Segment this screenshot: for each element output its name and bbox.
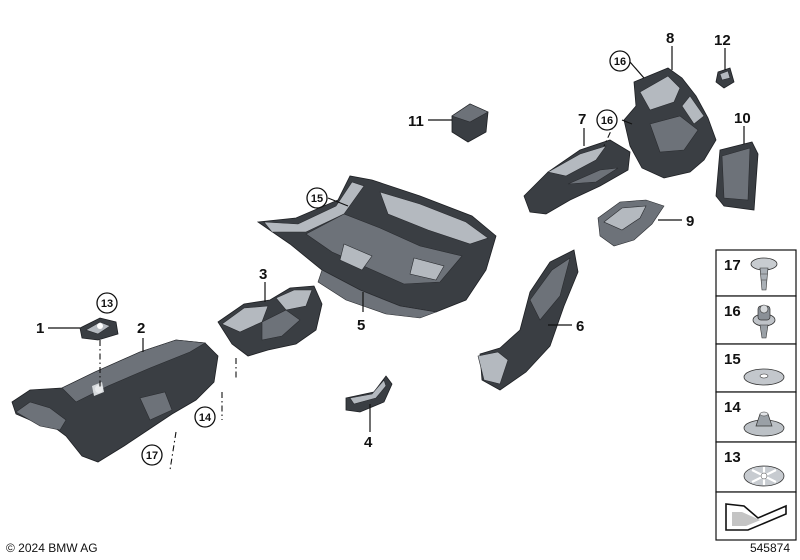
svg-text:14: 14 bbox=[199, 412, 212, 424]
fastener-label-16: 16 bbox=[724, 303, 741, 320]
copyright-notice: © 2024 BMW AG bbox=[6, 541, 98, 555]
fastener-row-15: 15 bbox=[715, 343, 797, 393]
part-12-clip bbox=[715, 67, 735, 89]
circled-callout-15: 15 bbox=[306, 187, 328, 209]
callout-4: 4 bbox=[364, 434, 373, 451]
callout-5: 5 bbox=[357, 317, 365, 334]
part-6-heat-shield bbox=[477, 249, 579, 391]
fastener-label-17: 17 bbox=[724, 257, 741, 274]
callout-6: 6 bbox=[576, 318, 584, 335]
part-7-heat-shield bbox=[523, 139, 631, 215]
part-5-heat-shield bbox=[256, 175, 497, 319]
part-2-heat-shield bbox=[11, 339, 219, 463]
part-4-bracket bbox=[345, 375, 393, 413]
svg-text:17: 17 bbox=[146, 450, 158, 462]
fastener-row-13: 13 bbox=[715, 441, 797, 493]
callout-3: 3 bbox=[259, 266, 267, 283]
circled-callout-14: 14 bbox=[194, 406, 216, 428]
fastener-row-14: 14 bbox=[715, 391, 797, 443]
callout-1: 1 bbox=[36, 320, 44, 337]
part-11-foam-block bbox=[451, 103, 489, 143]
star-lock-washer-icon bbox=[743, 465, 785, 487]
part-3-heat-shield bbox=[217, 285, 323, 357]
callout-labels: 1 2 3 4 5 6 7 8 9 10 11 12 bbox=[36, 30, 751, 451]
fastener-row-16: 16 bbox=[715, 295, 797, 345]
circled-callout-17: 17 bbox=[141, 444, 163, 466]
svg-text:15: 15 bbox=[311, 193, 323, 205]
fastener-row-17: 17 bbox=[715, 249, 797, 297]
speed-nut-icon bbox=[743, 411, 785, 437]
assembly-direction-icon bbox=[725, 503, 787, 531]
plastic-rivet-icon bbox=[750, 257, 778, 291]
circled-callouts: 13 14 15 16 16 17 bbox=[96, 50, 631, 466]
svg-text:16: 16 bbox=[614, 56, 626, 68]
callout-9: 9 bbox=[686, 213, 694, 230]
expanding-rivet-icon bbox=[752, 304, 776, 339]
fastener-label-15: 15 bbox=[724, 351, 741, 368]
fastener-label-14: 14 bbox=[724, 399, 741, 416]
svg-text:13: 13 bbox=[101, 298, 113, 310]
fastener-row-legend bbox=[715, 491, 797, 541]
diagram-number: 545874 bbox=[749, 541, 790, 555]
part-8-heat-shield bbox=[623, 67, 717, 179]
callout-11: 11 bbox=[408, 113, 424, 130]
callout-12: 12 bbox=[714, 32, 731, 49]
circled-callout-16-upper: 16 bbox=[609, 50, 631, 72]
fastener-label-13: 13 bbox=[724, 449, 741, 466]
circled-callout-16-lower: 16 bbox=[596, 109, 618, 131]
washer-icon bbox=[743, 368, 785, 386]
callout-10: 10 bbox=[734, 110, 751, 127]
callout-8: 8 bbox=[666, 30, 674, 47]
circled-callout-13: 13 bbox=[96, 292, 118, 314]
callout-2: 2 bbox=[137, 320, 145, 337]
part-10-insulation-pad bbox=[715, 141, 759, 211]
fastener-panel: 17 16 15 bbox=[715, 249, 797, 541]
leader-lines bbox=[48, 46, 745, 471]
callout-7: 7 bbox=[578, 111, 586, 128]
svg-text:16: 16 bbox=[601, 115, 613, 127]
part-1-bracket bbox=[79, 317, 119, 341]
part-9-insulation-pad bbox=[597, 199, 665, 247]
